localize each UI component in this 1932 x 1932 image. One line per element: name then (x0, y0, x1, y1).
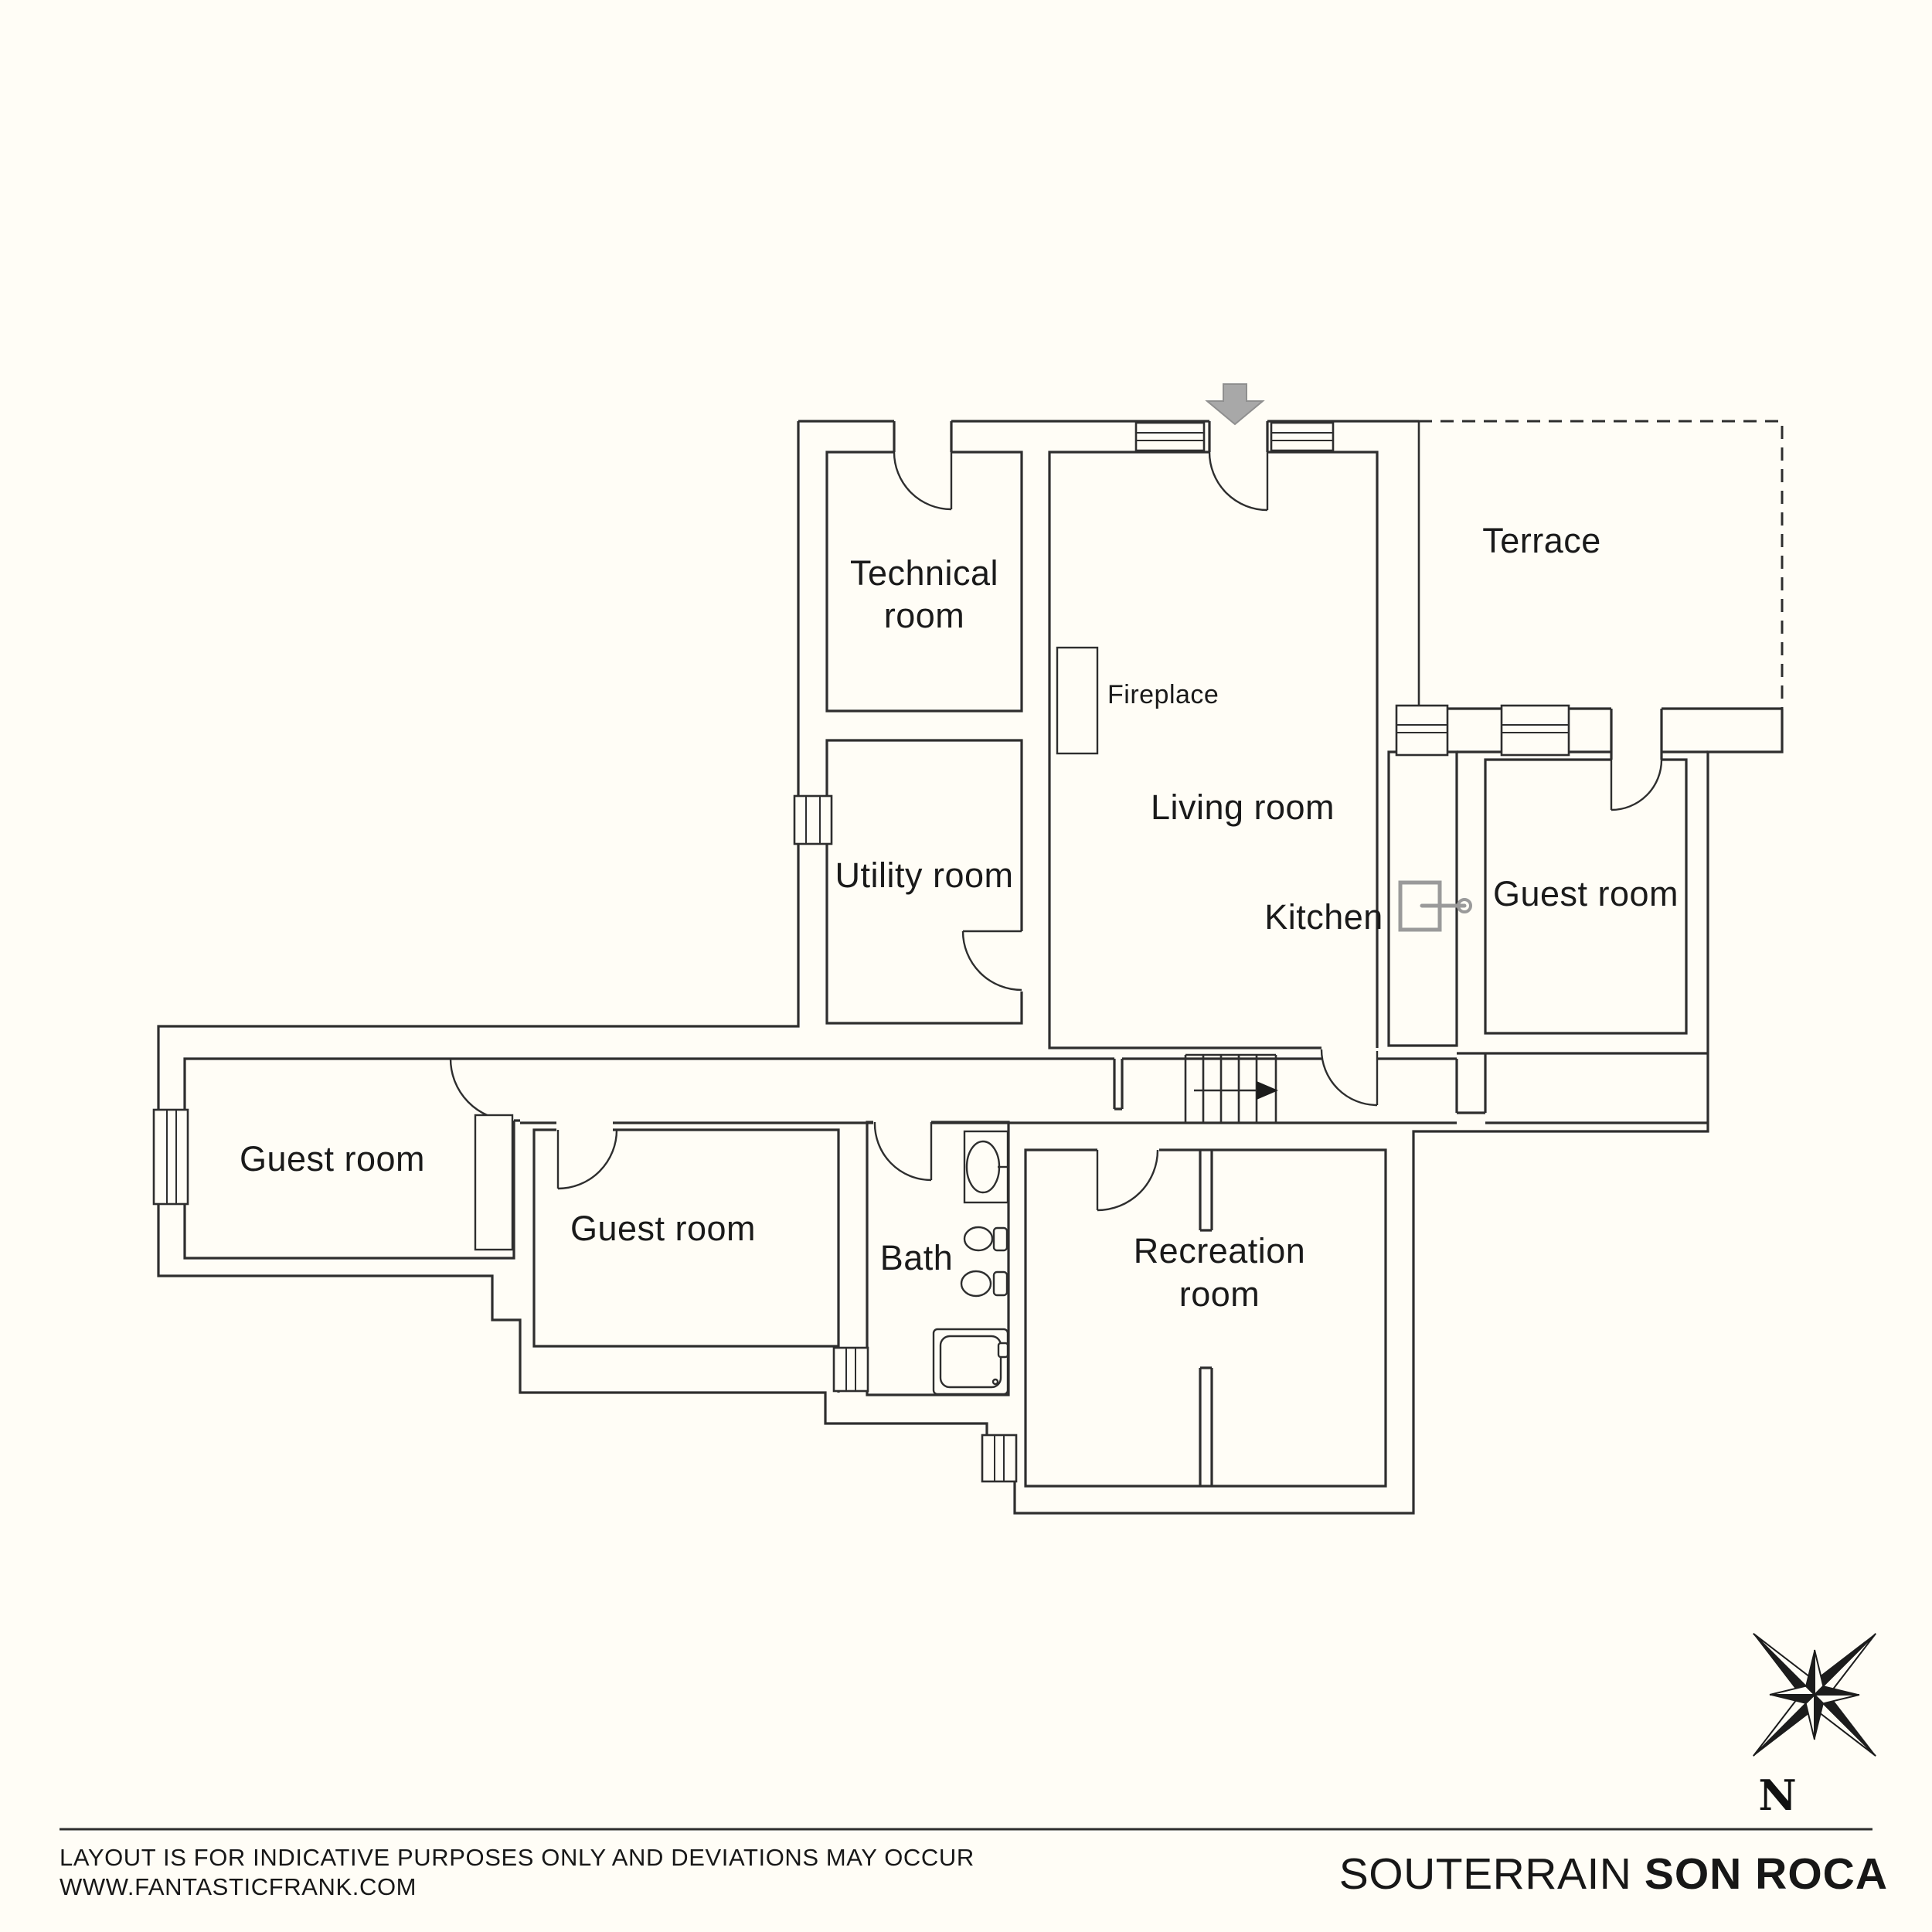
brand-bold: SON ROCA (1645, 1849, 1888, 1899)
door-recreation-room (1096, 1149, 1159, 1212)
wardrobe (474, 1114, 514, 1251)
recreation-room-walls (1024, 1148, 1387, 1488)
window-icon (981, 1434, 1018, 1483)
fireplace-box (1056, 646, 1099, 755)
door-utility-room (961, 930, 1022, 992)
guest-room-right-walls (1484, 758, 1688, 1035)
label-kitchen: Kitchen (1264, 897, 1383, 937)
label-guest-room-left: Guest room (240, 1139, 425, 1179)
door-living-to-hall (1320, 1049, 1379, 1107)
hallway-walls (520, 1052, 1708, 1124)
door-technical-room (893, 451, 953, 511)
footer: LAYOUT IS FOR INDICATIVE PURPOSES ONLY A… (60, 1828, 1888, 1900)
compass-north-label: N (1758, 1770, 1796, 1820)
footer-disclaimer: LAYOUT IS FOR INDICATIVE PURPOSES ONLY A… (60, 1844, 975, 1871)
sink-icon (963, 1130, 1009, 1204)
door-guest-room-middle (556, 1129, 618, 1190)
label-bath: Bath (880, 1238, 954, 1277)
doors (449, 451, 1663, 1212)
kitchen-hatch-icon (1398, 880, 1472, 932)
label-technical-room: Technical (850, 553, 998, 593)
technical-room-walls (825, 451, 1023, 713)
terrace-dashed-edge (1419, 420, 1784, 709)
compass-rose-icon: N (1753, 1633, 1876, 1820)
label-fireplace: Fireplace (1107, 680, 1219, 709)
label-recreation-room: Recreation (1134, 1231, 1306, 1270)
toilet-icon (963, 1226, 1009, 1252)
guest-room-middle-walls (532, 1128, 840, 1393)
brand-logo: SOUTERRAIN SON ROCA (1339, 1849, 1888, 1899)
living-room-walls (1048, 451, 1379, 1049)
door-terrace-to-guest (1610, 759, 1663, 811)
guest-room-left-walls (183, 1057, 520, 1260)
windows (152, 421, 1570, 1483)
entrance-arrow-icon (1205, 383, 1265, 426)
label-technical-room-2: room (884, 596, 965, 635)
window-icon (1395, 704, 1449, 757)
window-icon (832, 1346, 869, 1393)
label-utility-room: Utility room (835, 855, 1013, 895)
window-icon (793, 794, 833, 845)
brand-light: SOUTERRAIN (1339, 1849, 1645, 1899)
door-bath (873, 1121, 933, 1182)
door-entrance (1208, 451, 1269, 512)
label-terrace: Terrace (1482, 521, 1601, 560)
bidet-icon (960, 1270, 1009, 1298)
utility-room-walls (825, 739, 1023, 1025)
room-labels: Technical room Utility room Living room … (240, 521, 1679, 1314)
footer-website-link[interactable]: WWW.FANTASTICFRANK.COM (60, 1873, 417, 1900)
label-guest-room-right: Guest room (1493, 874, 1679, 913)
door-guest-room-left (449, 1057, 512, 1122)
staircase (1184, 1053, 1278, 1123)
label-recreation-room-2: room (1179, 1274, 1260, 1314)
label-guest-room-middle: Guest room (570, 1209, 756, 1248)
fixtures (474, 646, 1472, 1396)
window-icon (1270, 421, 1335, 452)
label-living-room: Living room (1151, 787, 1335, 827)
shower-icon (932, 1328, 1009, 1396)
window-icon (152, 1108, 189, 1206)
window-icon (1134, 421, 1206, 452)
window-icon (1500, 704, 1570, 757)
stairs-arrow-icon (1257, 1081, 1278, 1100)
